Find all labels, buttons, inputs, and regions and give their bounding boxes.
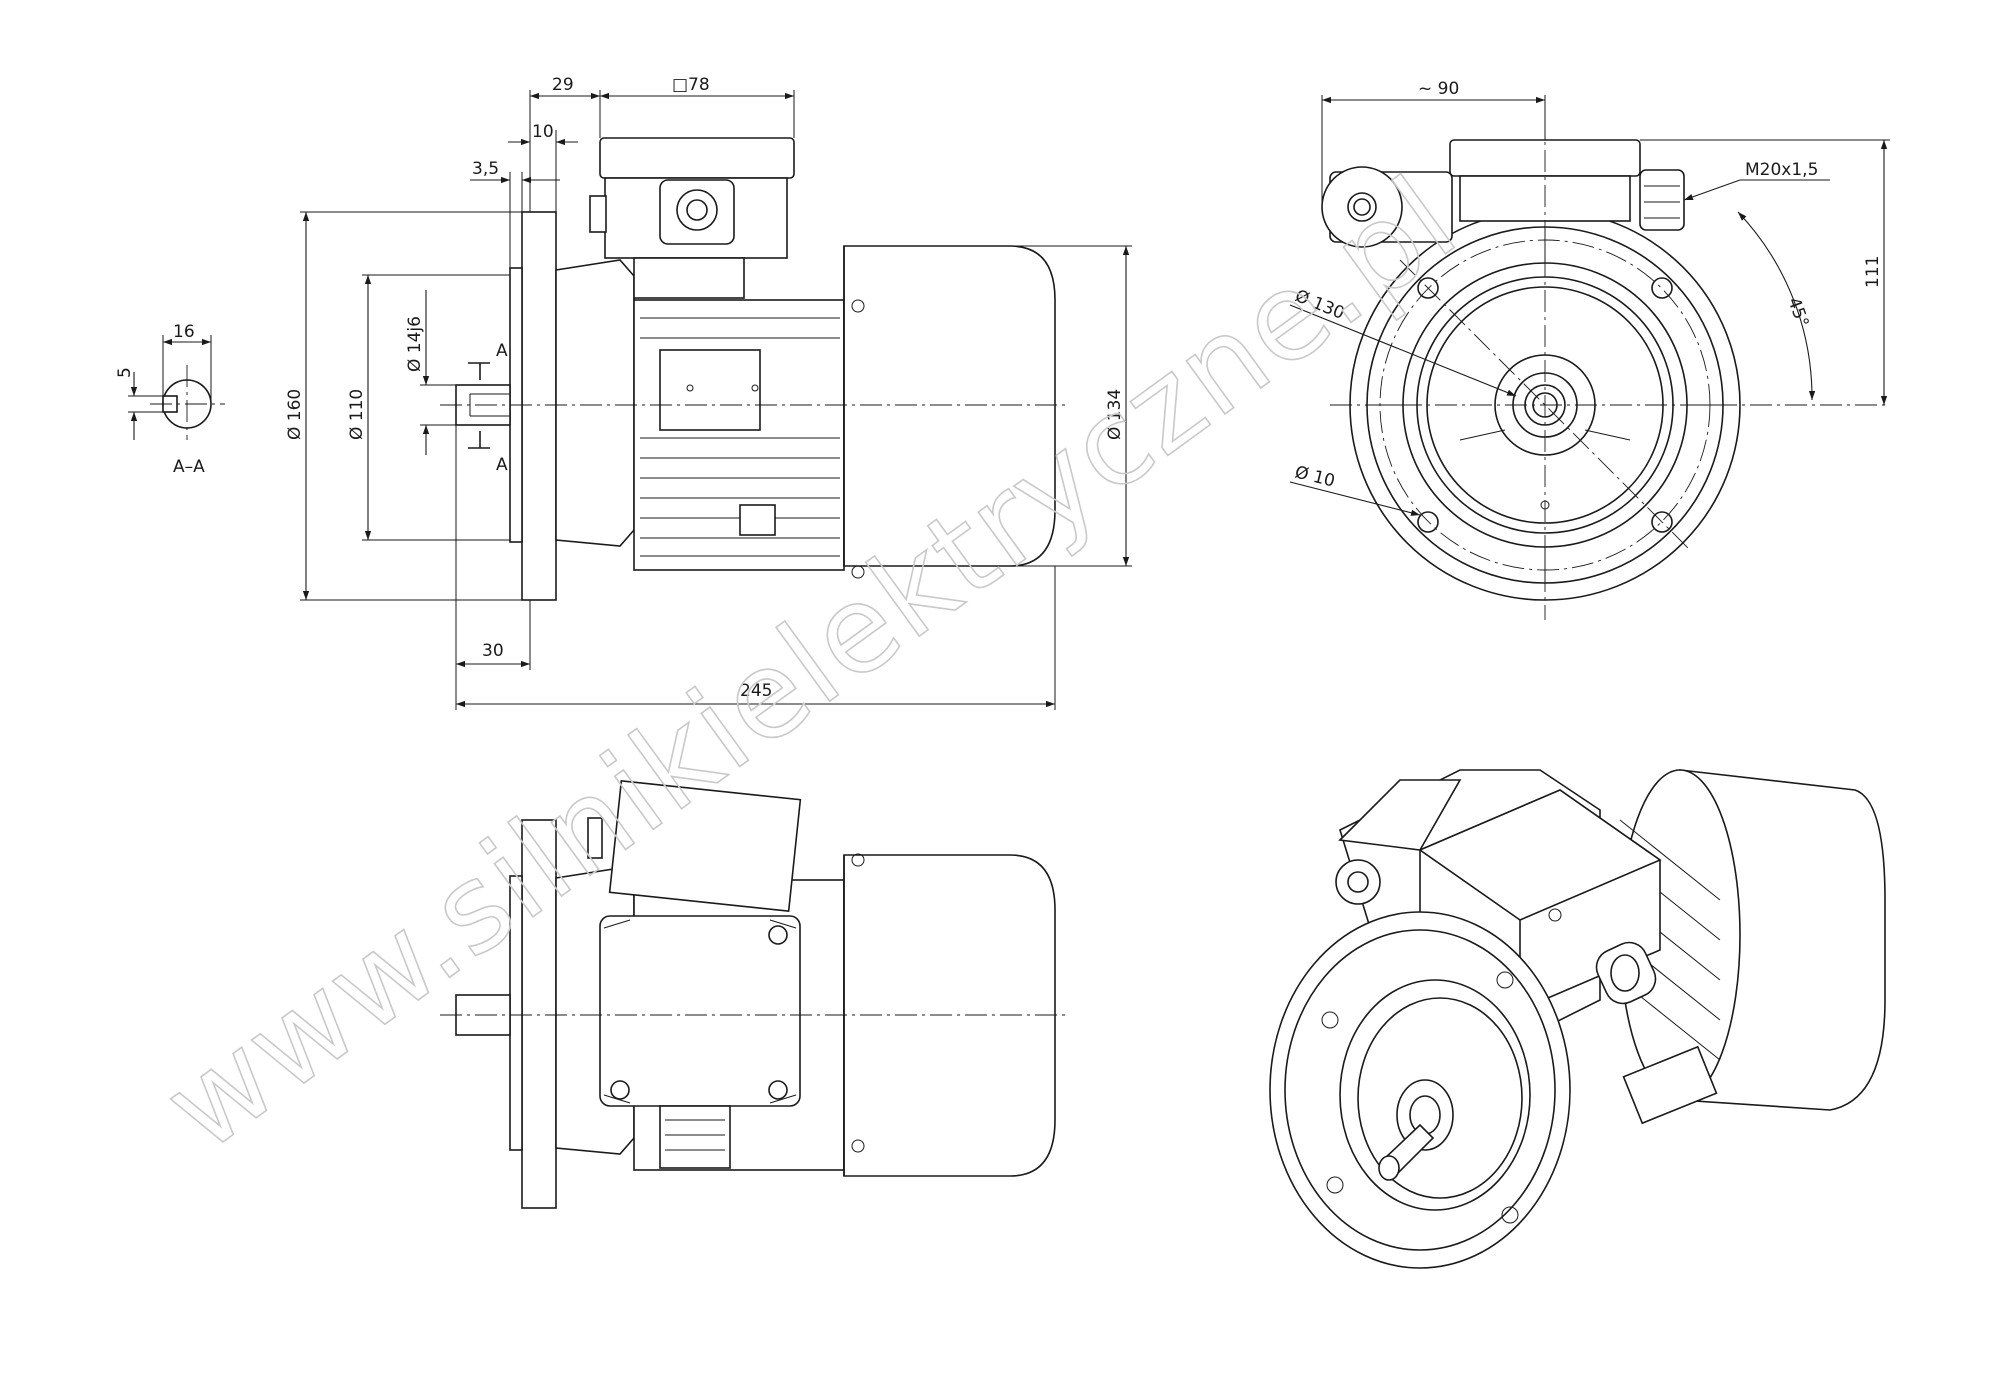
key-depth-dim: 5 (115, 367, 135, 378)
key-width-dim: 16 (173, 322, 195, 342)
axis-height-dim: 111 (1863, 256, 1883, 288)
hole-dia-dim: Ø 10 (1293, 462, 1337, 491)
spigot-dia-dim: Ø 110 (347, 389, 367, 440)
box-offset-dim: 29 (552, 75, 574, 95)
flange-thickness-dim: 10 (532, 122, 554, 142)
shaft-length-dim: 30 (482, 641, 504, 661)
section-marker-bottom: A (496, 455, 508, 475)
total-length-dim: 245 (740, 681, 772, 701)
flange-dia-dim: Ø 160 (285, 389, 305, 440)
angle-dim: 45° (1783, 295, 1812, 330)
end-view: ~ 90 111 M20x1,5 45° Ø 130 Ø 10 (1289, 79, 1890, 620)
isometric-view (1269, 769, 1886, 1269)
section-marker-top: A (496, 341, 508, 361)
cable-gland-dim: M20x1,5 (1745, 160, 1818, 180)
section-label: A–A (173, 457, 205, 477)
side-view: A A Ø 160 Ø 110 Ø 14j6 30 245 Ø 134 (285, 75, 1132, 710)
body-dia-dim: Ø 134 (1105, 389, 1125, 440)
terminal-box-dim: □78 (672, 75, 710, 95)
top-view (440, 780, 1070, 1209)
shaft-dia-dim: Ø 14j6 (405, 316, 425, 372)
section-a-a: 16 5 A–A (115, 322, 225, 477)
box-height-dim: ~ 90 (1418, 79, 1459, 99)
flange-offset-dim: 3,5 (472, 159, 499, 179)
